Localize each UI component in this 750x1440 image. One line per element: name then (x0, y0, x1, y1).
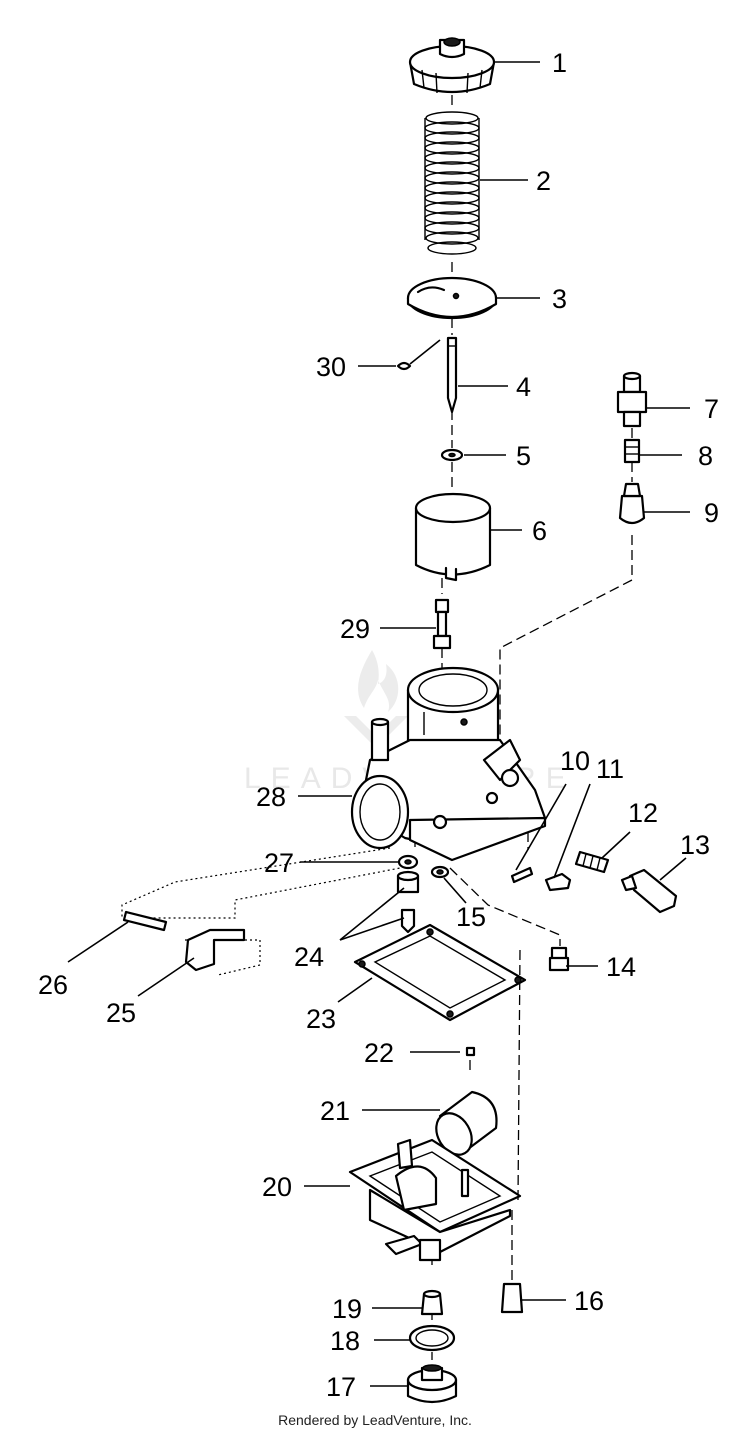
part-29-needle-jet (432, 598, 452, 650)
part-19-jet (420, 1289, 444, 1316)
part-5-washer (440, 448, 464, 462)
footer-credit: Rendered by LeadVenture, Inc. (278, 1412, 472, 1428)
part-15-washer (430, 865, 450, 879)
callout-6: 6 (532, 516, 547, 546)
part-7-fitting (616, 371, 648, 428)
callout-28: 28 (256, 782, 286, 812)
callout-2: 2 (536, 166, 551, 196)
callout-30: 30 (316, 352, 346, 382)
part-6-throttle-slide (414, 492, 492, 582)
part-11-screw (544, 872, 572, 892)
callout-20: 20 (262, 1172, 292, 1202)
part-9-plunger (618, 482, 646, 525)
part-27-jet (397, 854, 419, 870)
callout-29: 29 (340, 614, 370, 644)
callout-21: 21 (320, 1096, 350, 1126)
part-12-spring (574, 850, 610, 874)
part-14-plug (548, 946, 570, 972)
part-1-cap (408, 37, 496, 94)
callout-14: 14 (606, 952, 636, 982)
part-10-spring (510, 866, 534, 884)
part-2-spring (424, 111, 480, 255)
callout-12: 12 (628, 798, 658, 828)
callout-18: 18 (330, 1326, 360, 1356)
callout-13: 13 (680, 830, 710, 860)
part-16-screw (500, 1282, 524, 1314)
callout-10: 10 (560, 746, 590, 776)
part-4-needle (446, 336, 458, 414)
callout-17: 17 (326, 1372, 356, 1402)
callout-16: 16 (574, 1286, 604, 1316)
callout-7: 7 (704, 394, 719, 424)
callout-24: 24 (294, 942, 324, 972)
callout-23: 23 (306, 1004, 336, 1034)
part-17-drain-plug (406, 1364, 458, 1404)
callout-11: 11 (596, 754, 624, 784)
callout-3: 3 (552, 284, 567, 314)
callout-labels: 1 2 3 4 5 6 7 8 9 10 11 12 13 14 15 16 1… (38, 48, 719, 1402)
part-28-carburetor-body (350, 666, 547, 862)
callout-15: 15 (456, 902, 486, 932)
callout-22: 22 (364, 1038, 394, 1068)
part-23-gasket (353, 923, 527, 1022)
callout-19: 19 (332, 1294, 362, 1324)
part-13-idle-screw (620, 868, 678, 914)
part-30-clip (396, 339, 441, 371)
part-21-float (435, 1090, 498, 1156)
callout-8: 8 (698, 441, 713, 471)
part-24-jets (396, 870, 420, 934)
callout-26: 26 (38, 970, 68, 1000)
callout-4: 4 (516, 372, 531, 402)
part-20-float-bowl (348, 1138, 522, 1262)
callout-25: 25 (106, 998, 136, 1028)
part-22-pin (465, 1046, 476, 1057)
part-18-o-ring (408, 1324, 456, 1352)
callout-9: 9 (704, 498, 719, 528)
callout-27: 27 (264, 848, 294, 878)
part-3-plate (406, 276, 498, 320)
leader-lines (67, 61, 690, 1387)
part-25-tube-assembly (184, 928, 246, 972)
part-26-tube (122, 910, 168, 932)
callout-5: 5 (516, 441, 531, 471)
part-8-spring (623, 438, 641, 464)
callout-1: 1 (552, 48, 567, 78)
